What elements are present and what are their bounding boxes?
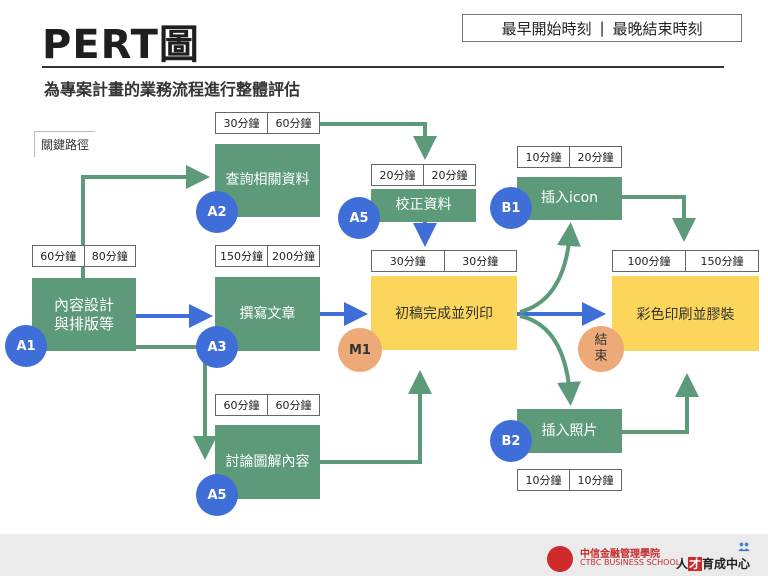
legend-latest-finish: 最晚結束時刻 [612, 19, 703, 38]
people-icon [738, 542, 750, 552]
task-label: 插入icon [540, 190, 599, 206]
timing-discuss: 60分鐘 60分鐘 [215, 394, 320, 416]
timing-a1: 60分鐘 80分鐘 [32, 245, 136, 267]
late-time: 60分鐘 [267, 113, 319, 133]
badge-end: 結 束 [578, 326, 624, 372]
task-label: 校正資料 [395, 197, 452, 213]
task-insert-photo: 插入照片 [517, 409, 622, 453]
late-time: 30分鐘 [443, 251, 517, 271]
timing-a2: 30分鐘 60分鐘 [215, 112, 320, 134]
task-label: 內容設計 [53, 295, 114, 314]
early-time: 150分鐘 [220, 250, 263, 263]
hr-part3: 育成中心 [702, 557, 751, 571]
timing-b1: 10分鐘 20分鐘 [517, 146, 622, 168]
arrow-photo-to-color [622, 373, 699, 434]
talent-center-logo: 人才育成中心 [676, 555, 750, 572]
early-time: 10分鐘 [525, 474, 562, 487]
arrow-a1-to-a5 [135, 345, 217, 460]
school-name-en: CTBC BUSINESS SCHOOL [580, 558, 681, 567]
task-label: 與排版等 [53, 314, 114, 333]
hr-part1: 人 [676, 557, 689, 571]
arrow-icon-to-color [622, 195, 696, 242]
early-time: 10分鐘 [525, 151, 562, 164]
late-time: 150分鐘 [685, 251, 758, 271]
title-divider [42, 66, 724, 68]
task-label: 撰寫文章 [239, 305, 296, 322]
task-label: 查詢相關資料 [225, 172, 310, 188]
timing-m1: 30分鐘 30分鐘 [371, 250, 517, 272]
timing-a3: 150分鐘 200分鐘 [215, 245, 320, 267]
page-subtitle: 為專案計畫的業務流程進行整體評估 [44, 80, 301, 99]
badge-end-line1: 結 [594, 333, 608, 348]
task-insert-icon: 插入icon [517, 177, 622, 220]
badge-a1: A1 [5, 325, 47, 367]
early-time: 100分鐘 [627, 255, 671, 268]
early-time: 60分鐘 [223, 399, 260, 412]
legend-separator: | [599, 19, 605, 37]
hr-part2: 才 [688, 557, 703, 571]
badge-a3: A3 [196, 326, 238, 368]
arrow-discuss-to-m1 [320, 370, 432, 464]
task-label: 插入照片 [541, 422, 598, 439]
late-time: 80分鐘 [83, 246, 136, 266]
arrow-m1-to-icon [519, 222, 581, 314]
task-label: 初稿完成並列印 [395, 306, 493, 322]
legend-earliest-start: 最早開始時刻 [501, 19, 592, 38]
early-time: 20分鐘 [379, 169, 416, 182]
early-time: 30分鐘 [223, 117, 260, 130]
footer-bar [0, 534, 768, 576]
task-color-print: 彩色印刷並膠裝 [612, 276, 759, 351]
arrow-a2-to-proof [320, 122, 437, 160]
badge-end-line2: 束 [594, 349, 608, 364]
badge-b2: B2 [490, 420, 532, 462]
arrow-a1-to-a2 [81, 165, 210, 278]
task-content-design: 內容設計 與排版等 [32, 278, 136, 351]
early-time: 60分鐘 [40, 250, 77, 263]
arrow-m1-to-photo [519, 314, 581, 406]
early-time: 30分鐘 [389, 255, 426, 268]
late-time: 10分鐘 [569, 470, 621, 490]
task-label: 彩色印刷並膠裝 [636, 306, 735, 323]
badge-a2: A2 [196, 191, 238, 233]
late-time: 60分鐘 [267, 395, 319, 415]
badge-m1: M1 [338, 328, 382, 372]
late-time: 20分鐘 [569, 147, 621, 167]
school-name-zh: 中信金融管理學院 [580, 549, 660, 560]
page-title: PERT圖 [42, 22, 200, 68]
task-proofread: 校正資料 [371, 189, 476, 222]
late-time: 20分鐘 [423, 165, 475, 185]
badge-a5-discuss: A5 [196, 474, 238, 516]
timing-proof: 20分鐘 20分鐘 [371, 164, 476, 186]
badge-a5-proof: A5 [338, 197, 380, 239]
time-legend: 最早開始時刻 | 最晚結束時刻 [462, 14, 742, 42]
timing-b2: 10分鐘 10分鐘 [517, 469, 622, 491]
badge-b1: B1 [490, 187, 532, 229]
critical-path-label: 關鍵路徑 [34, 131, 96, 157]
late-time: 200分鐘 [267, 246, 319, 266]
task-first-draft: 初稿完成並列印 [371, 276, 517, 350]
task-label: 討論圖解內容 [225, 453, 310, 470]
timing-color: 100分鐘 150分鐘 [612, 250, 759, 272]
ctbc-logo-icon [547, 546, 573, 572]
